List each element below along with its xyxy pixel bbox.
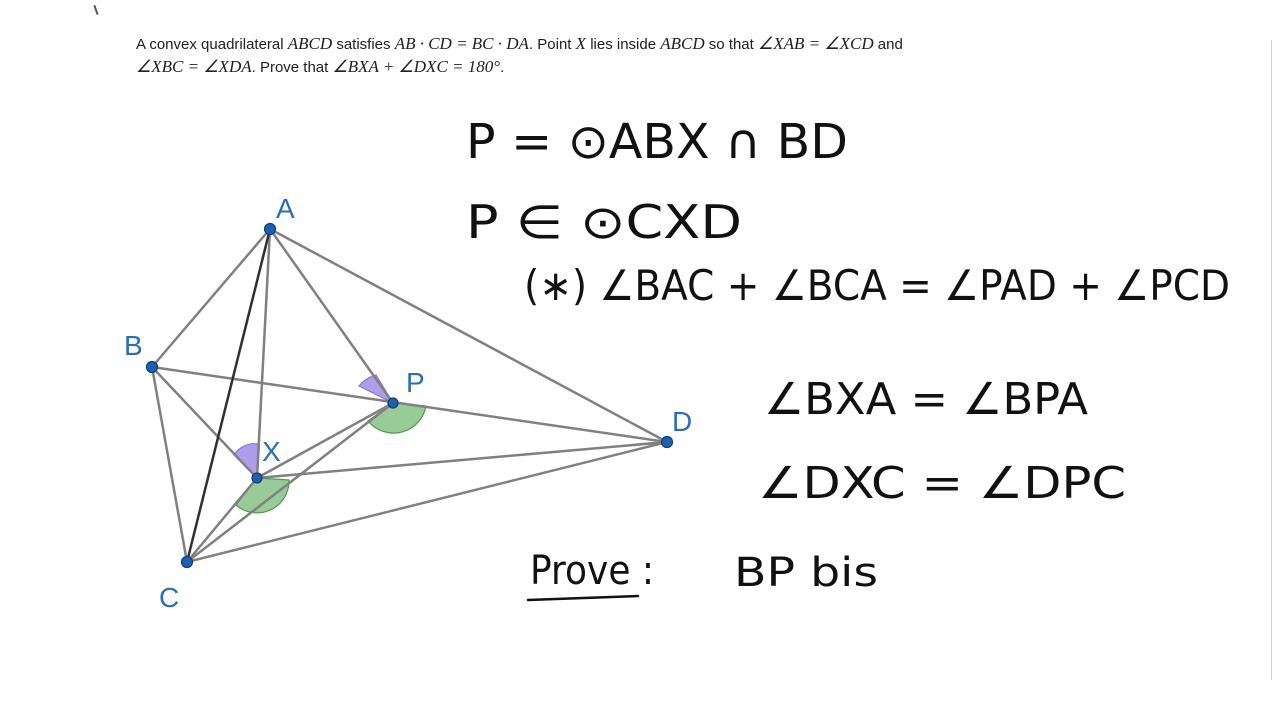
segment-ab <box>151 228 271 368</box>
note-line-5: ∠DXC = ∠DPC <box>758 458 1126 509</box>
segment-ap <box>268 228 395 404</box>
segment-bc <box>150 366 189 563</box>
segment-bd <box>151 365 668 444</box>
note-line-2: P ∈ ⊙CXD <box>466 195 742 249</box>
segment-xp <box>256 401 394 480</box>
angle-marker-pad-purple <box>358 374 395 405</box>
segments <box>150 227 668 564</box>
segment-cd <box>186 440 668 564</box>
angle-marker-xcd-green <box>235 477 290 514</box>
note-line-1: P = ⊙ABX ∩ BD <box>466 114 848 170</box>
point-c[interactable] <box>180 555 194 569</box>
label-x: X <box>262 436 281 467</box>
point-d[interactable] <box>660 435 674 449</box>
label-c: C <box>159 582 179 613</box>
point-b[interactable] <box>145 360 159 374</box>
note-line-3: (∗) ∠BAC + ∠BCA = ∠PAD + ∠PCD <box>524 261 1230 310</box>
handwritten-notes: P = ⊙ABX ∩ BD P ∈ ⊙CXD (∗) ∠BAC + ∠BCA =… <box>466 114 1230 602</box>
note-line-4: ∠BXA = ∠BPA <box>764 374 1088 425</box>
segment-ac-diagonal <box>185 228 272 563</box>
segment-cp <box>186 402 394 563</box>
segment-cx <box>186 477 258 563</box>
note-prove-text: BP bis <box>734 550 878 596</box>
problem-statement: A convex quadrilateral ABCD satisfies AB… <box>136 33 1136 79</box>
segment-dx <box>256 440 668 480</box>
point-x[interactable] <box>251 472 263 484</box>
problem-line-2: ∠XBC = ∠XDA. Prove that ∠BXA + ∠DXC = 18… <box>136 57 505 76</box>
angle-marker-xab-purple <box>233 443 259 480</box>
point-a[interactable] <box>263 222 277 236</box>
segment-bx <box>151 366 258 479</box>
segment-da <box>269 227 668 444</box>
angle-markers <box>233 374 427 514</box>
segment-ax <box>255 228 272 479</box>
prove-underline <box>526 594 640 602</box>
angle-marker-pcd-green <box>367 402 427 434</box>
label-a: A <box>276 193 295 224</box>
page-edge-divider <box>1271 40 1280 680</box>
note-prove-label: Prove : <box>530 548 654 594</box>
problem-line-1: A convex quadrilateral ABCD satisfies AB… <box>136 34 903 53</box>
label-b: B <box>124 330 143 361</box>
label-d: D <box>672 406 692 437</box>
label-p: P <box>406 367 425 398</box>
points <box>145 222 674 569</box>
point-p[interactable] <box>387 397 399 409</box>
